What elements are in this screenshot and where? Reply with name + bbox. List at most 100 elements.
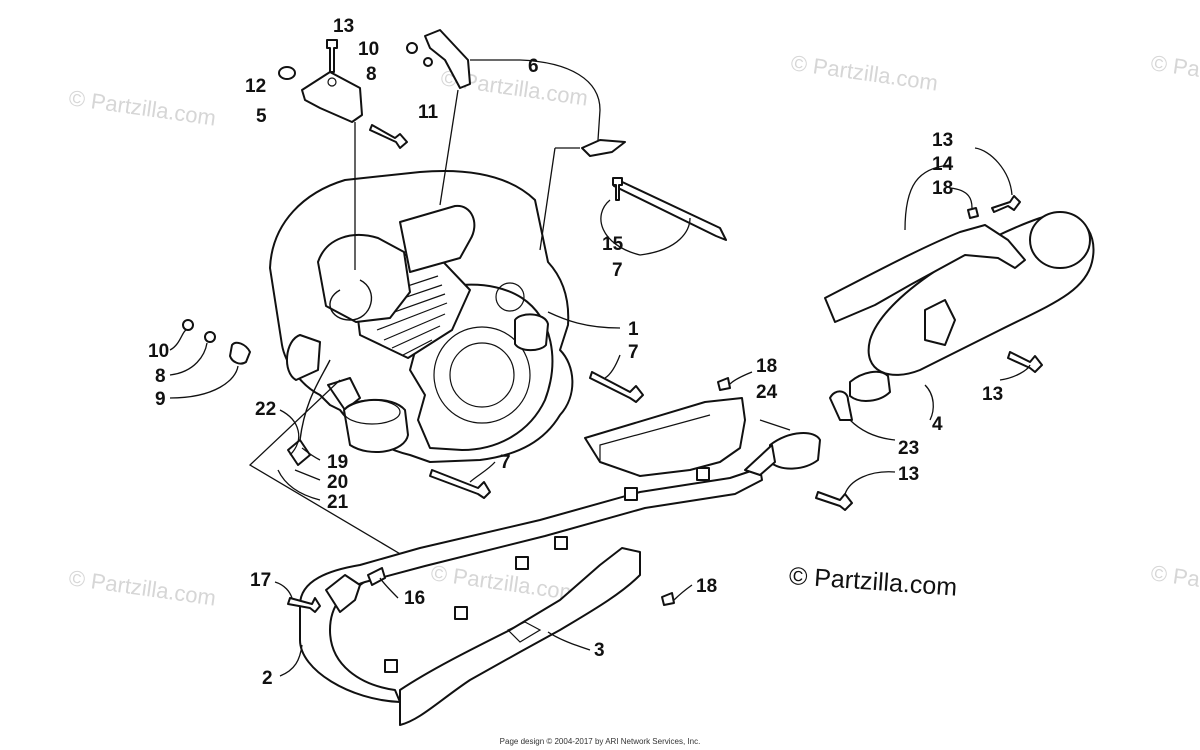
leader-16 (379, 577, 399, 599)
watermark-6: © Partzilla.com (429, 560, 579, 605)
callout-2: 2 (262, 668, 273, 689)
callout-13-mid-muffler: 13 (982, 384, 1003, 405)
leader-18-pipe (673, 584, 693, 601)
mount-bracket-6 (424, 29, 471, 89)
clip-6 (384, 659, 398, 673)
muffler-inlet (849, 370, 891, 402)
callout-19: 19 (327, 452, 348, 473)
bolt-13-muffler-top (991, 195, 1021, 213)
bolt-13-muffler-mid (1007, 351, 1043, 373)
callout-13-low: 13 (898, 464, 919, 485)
callout-12: 12 (245, 76, 266, 97)
muffler-end (1029, 211, 1091, 269)
leader-13-mid-muffler (999, 364, 1031, 381)
nut-10-top (406, 42, 418, 54)
clip-1 (454, 606, 468, 620)
gasket-16 (367, 567, 386, 586)
callout-labels: 13 10 8 12 5 11 6 13 14 18 15 7 1 7 10 8… (148, 16, 1003, 689)
heat-shield-24 (584, 397, 746, 477)
heat-shield-14 (824, 224, 1026, 323)
bolt-11 (369, 124, 408, 149)
intake-boot (285, 334, 321, 381)
header-pipe-assembly (274, 432, 821, 726)
leader-4 (924, 384, 934, 421)
callout-18-pipe: 18 (696, 576, 717, 597)
stator-cover-ring (433, 326, 531, 424)
callout-9: 9 (155, 389, 166, 410)
watermark-1: © Partzilla.com (67, 85, 217, 130)
leader-18-shield (729, 371, 753, 385)
callout-3: 3 (594, 640, 605, 661)
leader-engine-bracket-6b (539, 147, 580, 251)
callout-10-top: 10 (358, 39, 379, 60)
callout-11: 11 (418, 102, 439, 123)
mount-bracket-5 (301, 71, 363, 123)
callout-8-top: 8 (366, 64, 377, 85)
leader-6-engine (439, 89, 459, 206)
leader-1 (547, 311, 621, 329)
starter-motor (399, 204, 476, 273)
muffler-bracket (924, 299, 956, 346)
watermark-3: © Partzilla.com (789, 50, 939, 95)
leader-3 (547, 631, 591, 651)
cylinder-head (317, 234, 411, 323)
left-mount-hardware (169, 319, 251, 399)
leader-8-left (169, 342, 208, 376)
stator-cover-inner (449, 342, 515, 408)
bracket-6-assembly (406, 29, 727, 256)
exhaust-port-stub (327, 377, 361, 411)
callout-7-low: 7 (500, 452, 511, 473)
callout-17: 17 (250, 570, 271, 591)
leader-7-low (469, 461, 496, 483)
callout-16: 16 (404, 588, 425, 609)
leader-23 (849, 419, 896, 441)
clip-3 (554, 536, 568, 550)
starter-gear (495, 282, 525, 312)
heat-shield-24-assembly (584, 371, 753, 477)
screw-18-muffler (967, 207, 979, 219)
callout-1: 1 (628, 319, 639, 340)
bolt-7-long (613, 179, 727, 241)
callout-20: 20 (327, 472, 348, 493)
leader-22 (279, 409, 300, 456)
pipe-end-cap (769, 432, 821, 470)
header-pipe-2 (299, 467, 763, 703)
leader-6-bracket (470, 59, 601, 141)
leader-13-low (844, 471, 896, 495)
leader-9-left (169, 365, 239, 399)
callout-4: 4 (932, 414, 943, 435)
callout-23: 23 (898, 438, 919, 459)
bolt-7-low (429, 469, 491, 499)
watermark-4: © Partzilla.com (1149, 50, 1200, 95)
callout-13-muffler-top: 13 (932, 130, 953, 151)
callout-15: 15 (602, 234, 624, 255)
callout-24: 24 (756, 382, 778, 403)
leader-shield-muffler (759, 419, 791, 431)
callout-6: 6 (528, 56, 539, 77)
leader-10-left (169, 329, 187, 351)
leader-13-14-18 (904, 147, 1013, 231)
callout-18-muffler: 18 (932, 178, 953, 199)
leader-19 (301, 447, 321, 461)
heat-shield-24-lip (599, 414, 711, 462)
pipe-clamp-16 (325, 574, 361, 613)
leader-2 (279, 644, 303, 677)
callout-10-left: 10 (148, 341, 169, 362)
washer-8-top (423, 57, 433, 67)
spark-plug-cap (287, 439, 311, 466)
breather-hose (299, 359, 331, 441)
callout-18-shield: 18 (756, 356, 777, 377)
spark-plug-wire (329, 279, 373, 321)
screw-18-shield (717, 377, 731, 391)
callout-7-long: 7 (612, 260, 623, 281)
bracket-5-hole (327, 77, 337, 87)
callout-8-left: 8 (155, 366, 166, 387)
spring-clamp-23 (829, 390, 853, 421)
page-design-credit: Page design © 2004-2017 by ARI Network S… (499, 737, 701, 746)
nut-10-left (182, 319, 194, 331)
engine-mount-bracket-right (514, 313, 549, 352)
bolt-15 (612, 177, 623, 201)
leader-7-mid (604, 354, 621, 379)
screw-18-pipe (661, 592, 675, 606)
